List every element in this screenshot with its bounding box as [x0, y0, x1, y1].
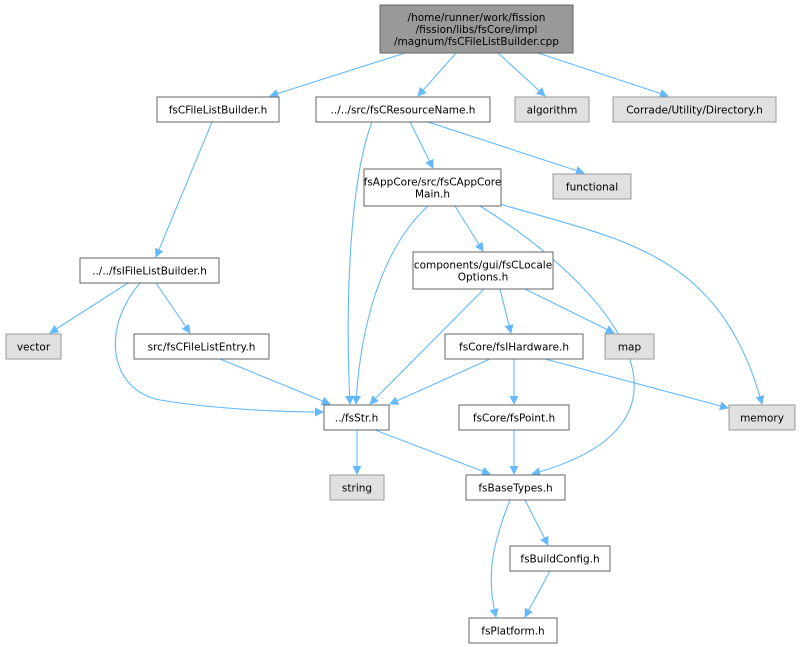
node-fsIFileListBuilder-h[interactable]: ../../fsIFileListBuilder.h: [79, 257, 220, 284]
node-label: fsBaseTypes.h: [478, 483, 552, 495]
node-corradeDirectory-h: Corrade/Utility/Directory.h: [612, 96, 777, 123]
node-box: [465, 474, 566, 501]
node-label: Main.h: [415, 189, 450, 201]
node-baseTypes-h[interactable]: fsBaseTypes.h: [465, 474, 566, 501]
node-label: /home/runner/work/fission: [408, 12, 546, 24]
node-box: [412, 251, 554, 290]
edge-fsIFileListBuilder_h-to-fileListEntry_h: [155, 282, 191, 334]
edge-resourceName_h-to-appCoreMain_h: [409, 121, 434, 169]
edge-resourceName_h-to-functional: [427, 121, 585, 175]
edge-localeOptions_h-to-fsStr_h: [369, 288, 485, 405]
nodes-layer: /home/runner/work/fission/fission/libs/f…: [5, 4, 796, 644]
node-fsCFileListBuilder-h[interactable]: fsCFileListBuilder.h: [156, 96, 280, 123]
node-buildConfig-h[interactable]: fsBuildConfig.h: [509, 545, 611, 572]
node-label: fsCFileListBuilder.h: [169, 105, 268, 117]
node-functional: functional: [552, 173, 632, 200]
node-box: [552, 173, 632, 200]
node-box: [315, 96, 491, 123]
node-map: map: [604, 333, 655, 360]
edge-appCoreMain_h-to-fsStr_h: [351, 205, 429, 405]
edge-fsStr_h-to-baseTypes_h: [374, 429, 491, 476]
node-label: map: [618, 342, 642, 354]
edge-baseTypes_h-to-platform_h: [489, 499, 511, 618]
node-box: [509, 545, 611, 572]
edge-root-to-fsCFileListBuilder_h: [269, 52, 406, 98]
edge-appCoreMain_h-to-localeOptions_h: [454, 205, 484, 252]
node-label: fsAppCore/src/fsCAppCore: [364, 177, 502, 189]
node-hardware-h[interactable]: fsCore/fsIHardware.h: [444, 333, 584, 360]
node-label: functional: [566, 182, 618, 194]
edges-layer: [49, 52, 765, 618]
node-box: [604, 333, 655, 360]
edge-root-to-corradeDirectory_h: [537, 52, 669, 98]
node-memory: memory: [728, 404, 796, 431]
node-box: [363, 168, 502, 207]
node-box: [458, 404, 570, 431]
node-box: [5, 333, 62, 360]
node-label: fsBuildConfig.h: [520, 554, 599, 566]
edge-fsIFileListBuilder_h-to-vector: [49, 282, 129, 334]
node-vector: vector: [5, 333, 62, 360]
node-platform-h[interactable]: fsPlatform.h: [468, 617, 558, 644]
edge-root-to-algorithm: [497, 52, 546, 97]
node-label: Options.h: [458, 272, 509, 284]
node-box: [329, 474, 385, 501]
edge-appCoreMain_h-to-memory: [499, 203, 765, 405]
node-box: [444, 333, 584, 360]
edge-root-to-resourceName_h: [417, 52, 457, 97]
node-box: [156, 96, 280, 123]
node-label: ../../src/fsCResourceName.h: [331, 105, 476, 117]
node-label: ../fsStr.h: [335, 413, 379, 425]
node-box: [514, 96, 590, 123]
node-box: [323, 404, 390, 431]
node-label: components/gui/fsCLocale: [414, 260, 552, 272]
node-string: string: [329, 474, 385, 501]
node-box: [79, 257, 220, 284]
node-label: algorithm: [527, 105, 578, 117]
node-box: [133, 333, 270, 360]
node-label: /magnum/fsCFileListBuilder.cpp: [394, 36, 559, 48]
edge-resourceName_h-to-fsStr_h: [345, 121, 373, 405]
edge-fsCFileListBuilder_h-to-fsIFileListBuilder_h: [154, 121, 213, 258]
edge-hardware_h-to-memory: [544, 358, 729, 411]
edge-buildConfig_h-to-platform_h: [524, 570, 551, 618]
node-box: [612, 96, 777, 123]
edge-baseTypes_h-to-buildConfig_h: [524, 499, 549, 546]
node-label: fsCore/fsPoint.h: [473, 413, 555, 425]
node-box: [468, 617, 558, 644]
node-label: src/fsCFileListEntry.h: [148, 342, 256, 354]
node-label: fsCore/fsIHardware.h: [459, 342, 569, 354]
node-algorithm: algorithm: [514, 96, 590, 123]
node-resourceName-h[interactable]: ../../src/fsCResourceName.h: [315, 96, 491, 123]
node-label: Corrade/Utility/Directory.h: [626, 105, 763, 117]
node-label: ../../fsIFileListBuilder.h: [92, 266, 207, 278]
node-fileListEntry-h[interactable]: src/fsCFileListEntry.h: [133, 333, 270, 360]
node-box: [728, 404, 796, 431]
node-fsStr-h[interactable]: ../fsStr.h: [323, 404, 390, 431]
edge-localeOptions_h-to-map: [524, 288, 615, 334]
node-label: fsPlatform.h: [481, 626, 544, 638]
edge-fileListEntry_h-to-fsStr_h: [219, 358, 331, 406]
edge-hardware_h-to-fsStr_h: [389, 358, 491, 405]
node-box: [379, 4, 574, 54]
node-label: string: [342, 483, 372, 495]
edge-localeOptions_h-to-hardware_h: [499, 288, 514, 334]
node-root[interactable]: /home/runner/work/fission/fission/libs/f…: [379, 4, 574, 54]
node-label: /fission/libs/fsCore/impl: [416, 24, 538, 36]
node-label: memory: [740, 413, 784, 425]
node-label: vector: [17, 342, 51, 354]
node-point-h[interactable]: fsCore/fsPoint.h: [458, 404, 570, 431]
edge-fsIFileListBuilder_h-to-fsStr_h: [114, 282, 324, 417]
